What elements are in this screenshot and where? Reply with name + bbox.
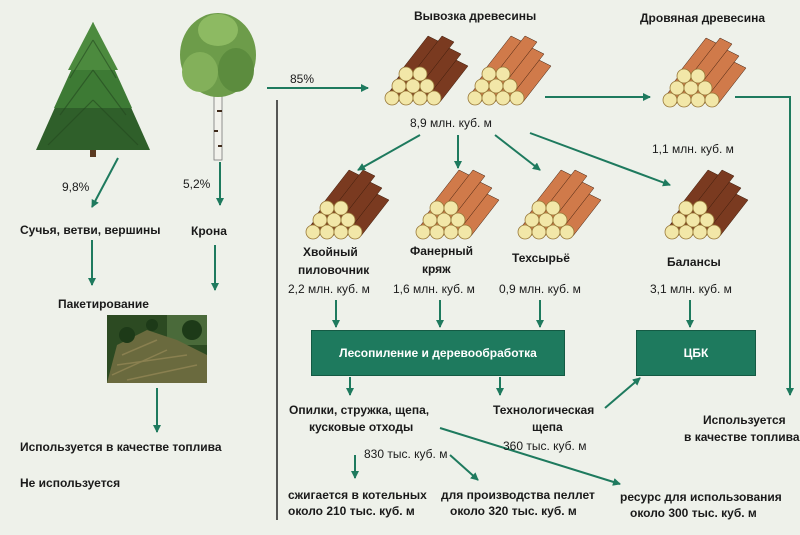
tech-raw-label: Техсырьё: [512, 251, 570, 265]
boiler-label-2: около 210 тыс. куб. м: [288, 504, 415, 518]
chips-volume: 360 тыс. куб. м: [503, 439, 587, 453]
logs-firewood-icon: [662, 37, 747, 108]
boiler-label-1: сжигается в котельных: [288, 488, 427, 502]
veneer-volume: 1,6 млн. куб. м: [393, 282, 475, 296]
veneer-label-1: Фанерный: [410, 244, 474, 258]
veneer-label-2: кряж: [422, 262, 451, 276]
waste-volume: 830 тыс. куб. м: [364, 447, 448, 461]
resource-label-1: ресурс для использования: [620, 490, 782, 504]
export-volume: 8,9 млн. куб. м: [410, 116, 492, 130]
logs-sawlog-icon: [305, 169, 390, 240]
firewood-title: Дровяная древесина: [640, 11, 766, 25]
logs-tech-raw-icon: [517, 169, 602, 240]
crown-label: Крона: [191, 224, 227, 238]
waste-label-1: Опилки, стружка, щепа,: [289, 403, 430, 417]
logs-veneer-icon: [415, 169, 500, 240]
export-title: Вывозка древесины: [414, 9, 537, 23]
waste-label-2: кусковые отходы: [309, 420, 414, 434]
firewood-volume: 1,1 млн. куб. м: [652, 142, 734, 156]
packaging-label: Пакетирование: [58, 297, 149, 311]
chips-label-2: щепа: [532, 420, 563, 434]
pellet-label-1: для производства пеллет: [441, 488, 595, 502]
logs-export-icon: [467, 35, 552, 106]
pct-conifer-label: 9,8%: [62, 180, 90, 194]
not-used-label: Не используется: [20, 476, 121, 490]
resource-label-2: около 300 тыс. куб. м: [630, 506, 757, 520]
pulpwood-volume: 3,1 млн. куб. м: [650, 282, 732, 296]
used-fuel-right-label-1: Используется: [703, 413, 786, 427]
branches-label: Сучья, ветви, вершины: [20, 223, 161, 237]
sawmill-box: Лесопиление и деревообработка: [311, 330, 565, 376]
used-fuel-left-label: Используется в качестве топлива: [20, 440, 222, 454]
sawlog-label-1: Хвойный: [303, 245, 358, 259]
used-fuel-right-label-2: в качестве топлива: [684, 430, 800, 444]
pellet-label-2: около 320 тыс. куб. м: [450, 504, 577, 518]
tech-raw-volume: 0,9 млн. куб. м: [499, 282, 581, 296]
logs-export-icon: [384, 35, 469, 106]
branches-pile-photo: [107, 315, 207, 383]
birch-tree-icon: [180, 13, 256, 161]
pulpwood-label: Балансы: [667, 255, 721, 269]
pct-birch-label: 5,2%: [183, 177, 211, 191]
sawlog-label-2: пиловочник: [298, 263, 370, 277]
logs-pulpwood-icon: [664, 169, 749, 240]
chips-label-1: Технологическая: [493, 403, 595, 417]
spruce-tree-icon: [36, 22, 150, 157]
pct-85-label: 85%: [290, 72, 315, 86]
sawlog-volume: 2,2 млн. куб. м: [288, 282, 370, 296]
pulp-mill-box: ЦБК: [636, 330, 756, 376]
